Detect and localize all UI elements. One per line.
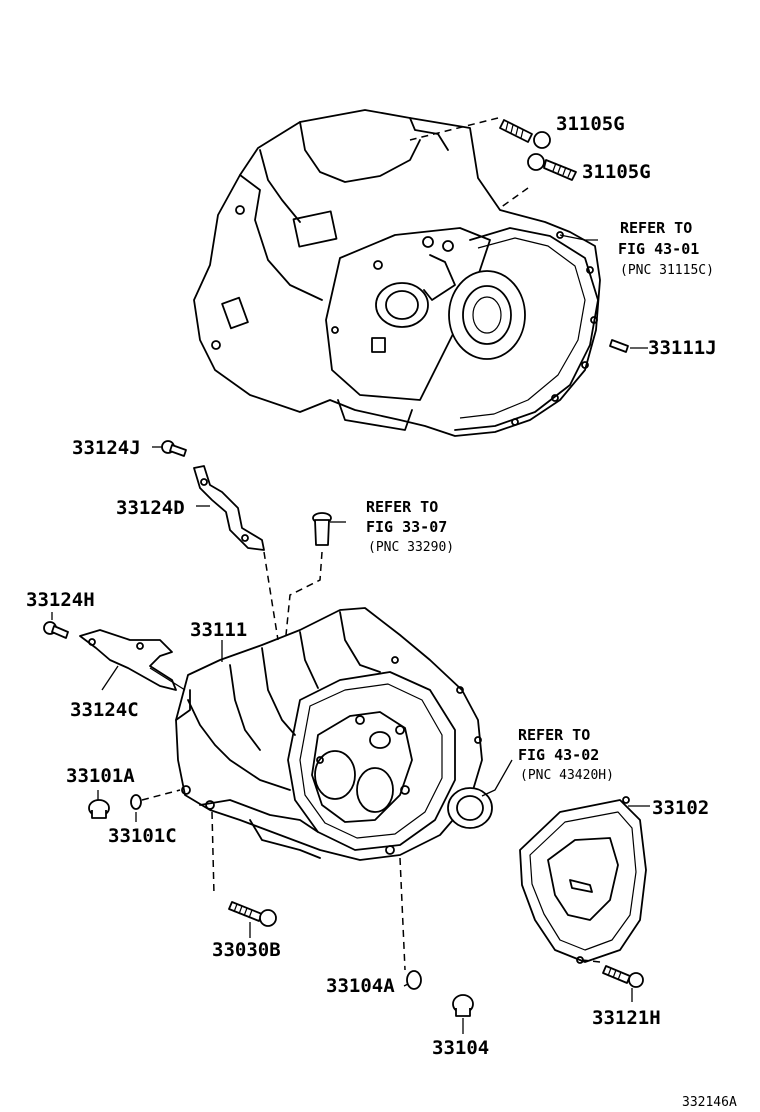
label-33101C: 33101C [108, 825, 177, 847]
label-ref3-line3: (PNC 43420H) [520, 768, 614, 783]
gasket-33101C-icon [130, 794, 142, 810]
label-ref2-line3: (PNC 33290) [368, 540, 454, 555]
label-ref2-line1: REFER TO [366, 498, 438, 516]
bracket-33124D [193, 465, 265, 551]
pin-33111J-icon [609, 339, 629, 353]
plug-fig-33-07-icon [312, 512, 332, 546]
label-33111: 33111 [190, 619, 247, 641]
gasket-33104A-icon [406, 970, 422, 990]
bracket-33124C [79, 629, 177, 691]
end-cover-33102 [519, 796, 647, 964]
bolt-31105G-upper-icon [499, 119, 551, 149]
bolt-33030B-icon [228, 901, 277, 927]
plug-33101A-icon [88, 799, 110, 819]
bolt-33124J-icon [161, 440, 187, 457]
label-ref1-line3: (PNC 31115C) [620, 263, 714, 278]
label-33124H: 33124H [26, 589, 95, 611]
figure-id: 332146A [682, 1095, 737, 1110]
label-33102: 33102 [652, 797, 709, 819]
label-33124C: 33124C [70, 699, 139, 721]
label-31105G-upper: 31105G [556, 113, 625, 135]
label-33124D: 33124D [116, 497, 185, 519]
label-ref3-line1: REFER TO [518, 726, 590, 744]
lower-transaxle-housing [175, 607, 493, 861]
label-33124J: 33124J [72, 437, 141, 459]
label-33104A: 33104A [326, 975, 395, 997]
label-ref1-line1: REFER TO [620, 219, 692, 237]
label-33111J: 33111J [648, 337, 717, 359]
label-33121H: 33121H [592, 1007, 661, 1029]
label-33101A: 33101A [66, 765, 135, 787]
plug-33104-icon [452, 994, 474, 1017]
bolt-33121H-icon [602, 965, 644, 988]
label-ref1-line2: FIG 43-01 [618, 240, 699, 258]
label-31105G-lower: 31105G [582, 161, 651, 183]
label-ref2-line2: FIG 33-07 [366, 518, 447, 536]
bolt-33124H-icon [43, 621, 69, 639]
label-ref3-line2: FIG 43-02 [518, 746, 599, 764]
label-33104: 33104 [432, 1037, 489, 1059]
bolt-31105G-lower-icon [527, 153, 577, 181]
label-33030B: 33030B [212, 939, 281, 961]
upper-transmission-case [193, 109, 601, 437]
